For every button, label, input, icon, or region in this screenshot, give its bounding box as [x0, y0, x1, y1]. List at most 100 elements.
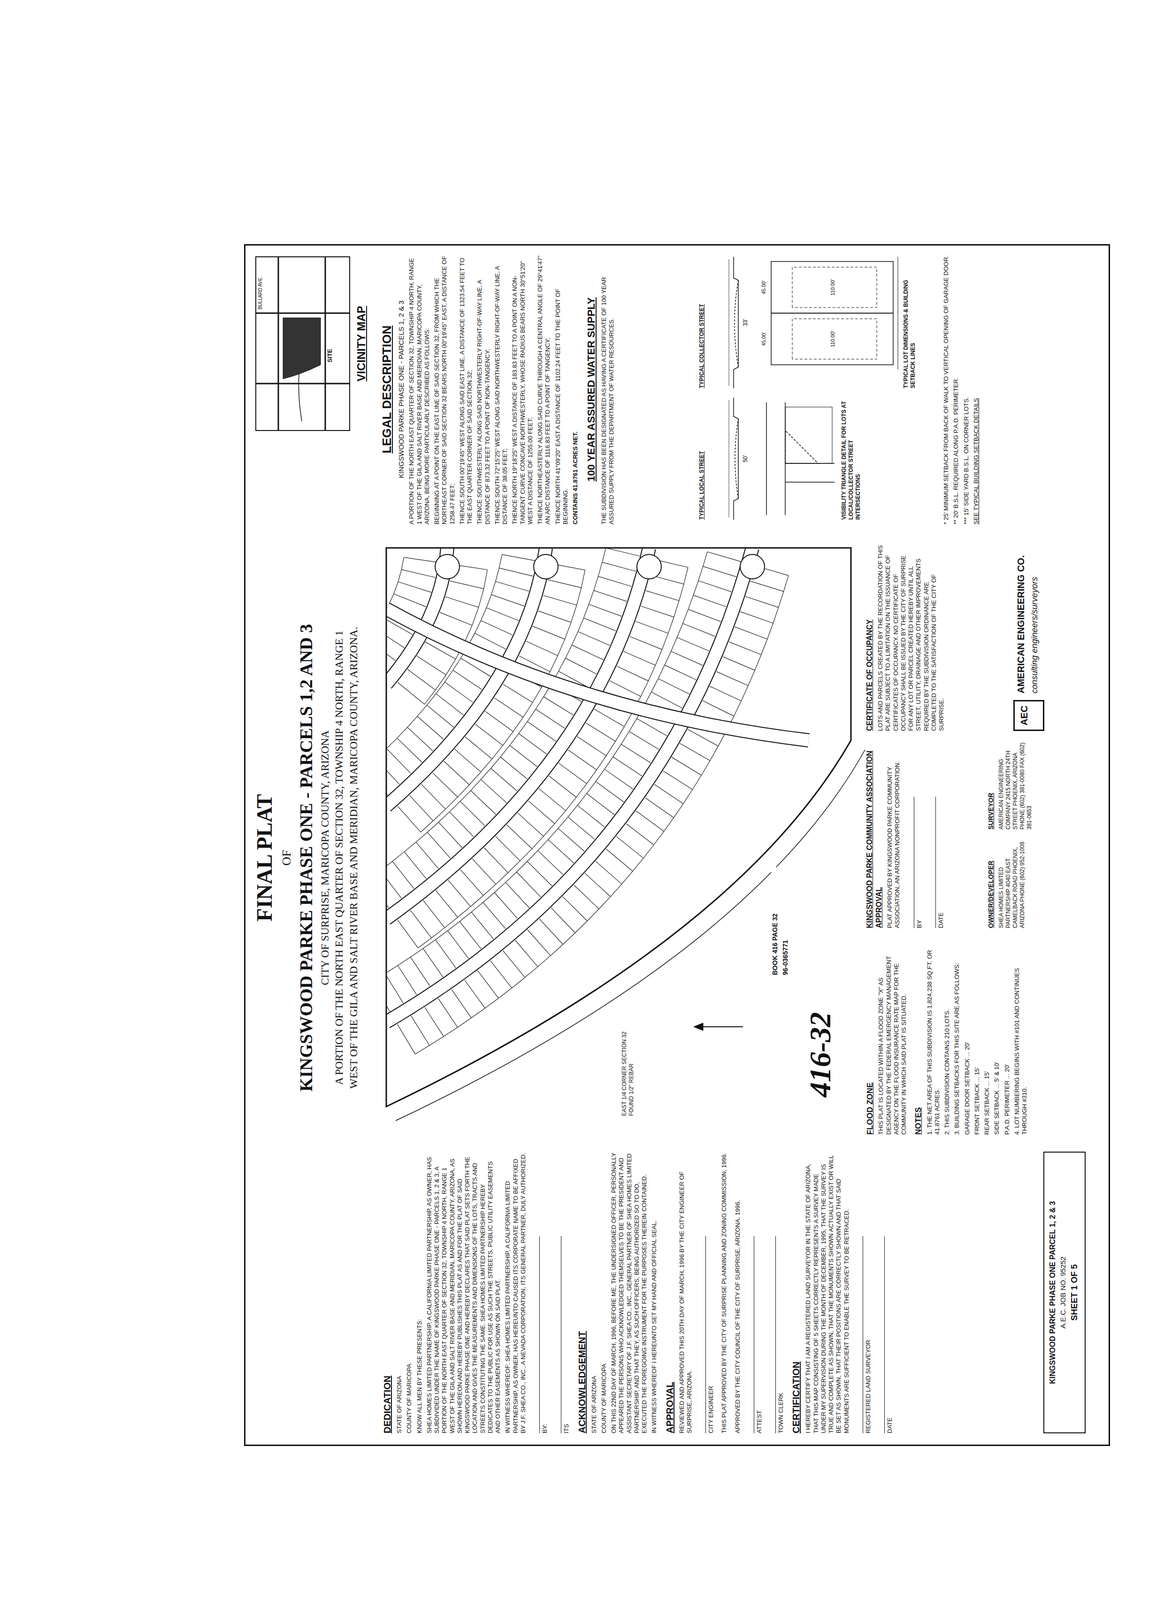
note-text: LOTS AND PARCELS CREATED BY THE RECORDAT…: [876, 543, 946, 731]
lot-line: [398, 964, 417, 995]
lot-line: [495, 835, 521, 861]
section-heading: DEDICATION: [381, 1151, 394, 1433]
lot-line: [386, 748, 412, 774]
lot-line: [444, 681, 474, 703]
lot-line: [693, 595, 727, 607]
sheet-title-block: KINGSWOOD PARKE PHASE ONE PARCEL 1, 2 & …: [1043, 1151, 1086, 1433]
lot-line: [481, 779, 507, 803]
recording-stamp: BOOK 416 PAGE 32: [771, 866, 780, 975]
lot-line: [417, 716, 444, 740]
lot-line: [483, 847, 508, 873]
lot-line: [411, 1015, 430, 1046]
note-text: THENCE SOUTH 72°15'25" WEST ALONG SAID N…: [493, 254, 510, 525]
lot-line: [538, 788, 566, 811]
lot-line: [410, 910, 432, 938]
vicinity-map: [255, 256, 350, 431]
note-text: PLAT APPROVED BY KINGSWOOD PARKE COMMUNI…: [886, 740, 902, 928]
lot-line: [436, 693, 464, 715]
lot-line: [623, 651, 656, 666]
note-text: COUNTY OF MARICOPA: [600, 1151, 608, 1433]
dimension: 50': [742, 444, 750, 473]
section-heading: SURVEYOR: [987, 735, 996, 830]
lot-line: [403, 557, 438, 563]
lot-line: [452, 670, 483, 690]
lot-line: [423, 900, 445, 928]
note-text: THIS PLAT IS LOCATED WITHIN A FLOOD ZONE…: [877, 937, 908, 1135]
setback-footnotes: * 25' MINIMUM SETBACK FROM BACK OF WALK …: [942, 254, 983, 525]
lot-line: [583, 617, 616, 631]
lot-line: [415, 842, 439, 869]
lot-line: [605, 848, 633, 872]
lot-line: [551, 907, 575, 933]
typical-lot-detail: [771, 256, 898, 370]
lot-line: [518, 733, 547, 754]
lot-line: [595, 781, 624, 803]
lot-line: [451, 988, 472, 1018]
street-edge: [386, 547, 753, 1022]
note-text: ITS: [560, 1235, 571, 1433]
detail-title: TYPICAL LOCAL STREET: [698, 397, 706, 520]
lot-line: [438, 821, 462, 848]
section-heading: 100 YEAR ASSURED WATER SUPPLY: [584, 254, 598, 525]
note-text: SIDE SETBACK ... 5' & 10': [993, 937, 1001, 1135]
lot-line: [703, 566, 737, 577]
lot-line: [367, 639, 396, 661]
lot-line: [422, 948, 443, 977]
cul-de-sac: [740, 554, 765, 579]
lot-line: [459, 921, 482, 949]
note-text: THENCE NORTH 41°09'20" EAST A DISTANCE O…: [554, 254, 570, 525]
lot-line: [481, 620, 513, 636]
section-heading: LEGAL DESCRIPTION: [379, 254, 395, 525]
lot-line: [516, 871, 541, 897]
lot-line: [616, 666, 649, 681]
title-line: WEST OF THE GILA AND SALT RIVER BASE AND…: [347, 552, 361, 1163]
lot-line: [645, 797, 674, 818]
lot-line: [709, 686, 742, 701]
lot-line: [595, 860, 622, 884]
lot-line: [472, 858, 496, 884]
note-text: FRONT SETBACK ... 15': [973, 937, 981, 1135]
lot-line: [707, 551, 741, 562]
lot-line: [528, 800, 555, 824]
lot-line: [409, 795, 434, 821]
section-heading: KINGSWOOD PARKE COMMUNITY ASSOCIATION AP…: [865, 740, 884, 928]
note-text: REGISTERED LAND SURVEYOR: [862, 1235, 873, 1433]
note-text: P.A.D. PERIMETER ... 20': [1003, 937, 1011, 1135]
note-text: BY: [913, 796, 924, 928]
note-text: THENCE NORTH 19°18'25" WEST A DISTANCE O…: [511, 254, 535, 525]
lot-line: [438, 998, 458, 1027]
lot-line: [397, 1024, 416, 1055]
section-heading: CERTIFICATE OF OCCUPANCY: [865, 543, 875, 731]
lot-lines: [359, 547, 809, 1054]
lot-line: [490, 960, 513, 988]
dimension: 33': [742, 308, 750, 337]
lot-line: [392, 861, 414, 889]
lot-line: [475, 723, 504, 745]
lot-line: [577, 736, 607, 756]
lot-line: [515, 940, 538, 967]
lot-line: [654, 784, 684, 804]
lot-line: [593, 590, 627, 602]
cul-de-sac: [533, 554, 559, 579]
north-arrow: [693, 1022, 743, 1031]
lot-line: [505, 881, 529, 908]
lot-line: [558, 762, 587, 784]
lot-line: [629, 636, 663, 650]
section-heading: FLOOD ZONE: [865, 937, 875, 1135]
lot-line: [506, 824, 533, 849]
subdivision-boundary: [386, 547, 851, 1107]
section-heading: NOTES: [913, 937, 924, 1135]
lot-line: [548, 839, 575, 863]
lot-line: [584, 873, 611, 897]
lot-line: [503, 950, 526, 978]
note-text: GARAGE DOOR SETBACK ... 20': [963, 937, 972, 1135]
lot-line: [435, 939, 456, 968]
cul-de-sac: [435, 554, 460, 579]
note-text: I HEREBY CERTIFY THAT I AM A REGISTERED …: [804, 1151, 851, 1433]
lot-line: [698, 580, 732, 592]
note-text: SEE TYPICAL BUILDING SETBACK DETAILS: [972, 254, 981, 525]
lot-line: [621, 743, 651, 763]
lot-line: [574, 884, 600, 909]
lot-line: [393, 593, 427, 607]
lot-line: [605, 547, 640, 556]
